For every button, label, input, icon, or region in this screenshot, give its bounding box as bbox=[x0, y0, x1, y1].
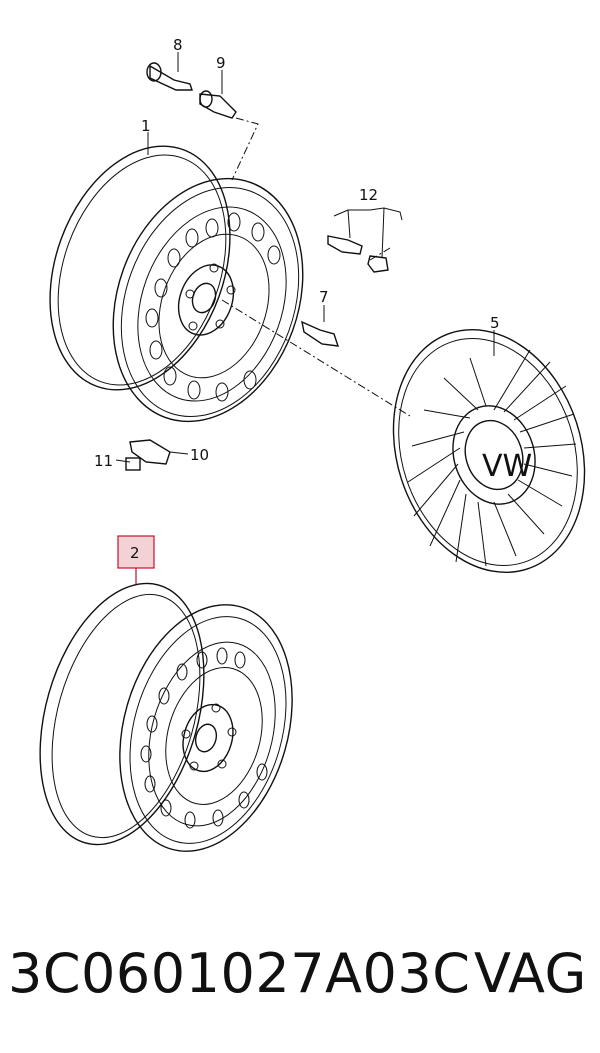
leader-lines bbox=[115, 52, 495, 463]
assembly-axis bbox=[221, 117, 411, 417]
callout-12: 12 bbox=[359, 186, 378, 204]
vw-logo: VW bbox=[482, 449, 532, 484]
callout-2: 2 bbox=[130, 544, 140, 562]
callout-2-highlight: 2 bbox=[117, 535, 155, 584]
wheel-bolt-7 bbox=[301, 320, 340, 347]
steel-wheel-lower bbox=[39, 582, 293, 852]
callout-9: 9 bbox=[216, 54, 226, 72]
wheel-bolt-set-12 bbox=[327, 235, 389, 273]
callout-8: 8 bbox=[173, 36, 183, 54]
tire-valve-8 bbox=[146, 62, 193, 91]
tire-valve-9 bbox=[199, 90, 237, 119]
brand-name: VAG bbox=[474, 942, 587, 1005]
callout-11: 11 bbox=[94, 452, 113, 470]
part-number: 3C0601027A03C bbox=[8, 942, 470, 1005]
hubcap-5: VW bbox=[392, 328, 586, 574]
callout-1: 1 bbox=[141, 117, 151, 135]
steel-wheel-upper bbox=[49, 145, 304, 423]
callout-7: 7 bbox=[319, 288, 329, 306]
balance-weight-clip bbox=[125, 439, 171, 471]
callout-5: 5 bbox=[490, 314, 500, 332]
hubcap-spokes bbox=[407, 349, 577, 567]
callout-10: 10 bbox=[190, 446, 209, 464]
